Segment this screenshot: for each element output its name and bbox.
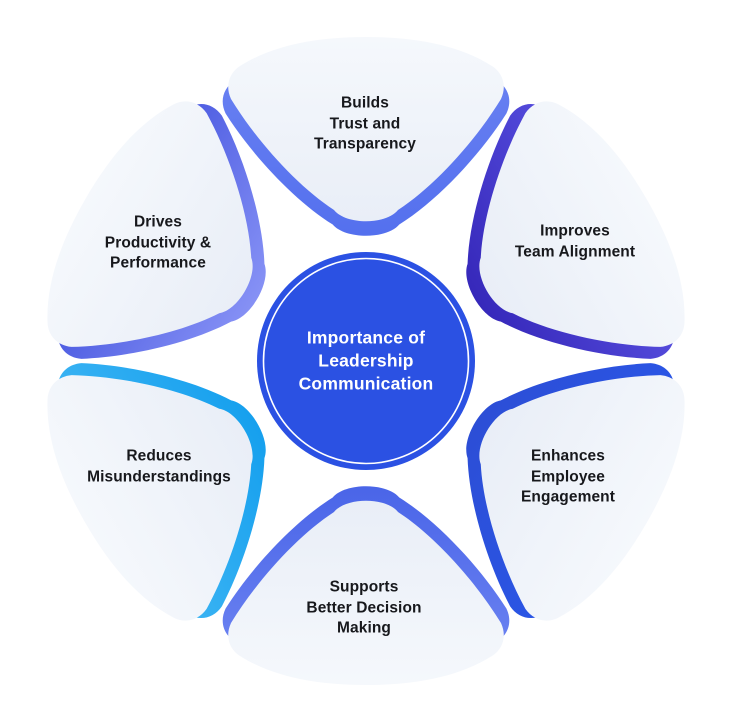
petal-label-enhances-employee-engagement: Enhances Employee Engagement: [520, 447, 616, 506]
petal-label-builds-trust: Builds Trust and Transparency: [313, 94, 417, 153]
petal-label-reduces-misunderstandings: Reduces Misunderstandings: [87, 447, 231, 486]
petal-label-drives-productivity: Drives Productivity & Performance: [104, 213, 212, 272]
center-hub: [257, 252, 475, 470]
center-circle: [257, 252, 475, 470]
petal-label-improves-team-alignment: Improves Team Alignment: [514, 222, 636, 261]
petal-label-supports-better-decision-making: Supports Better Decision Making: [306, 578, 422, 637]
center-title: Importance of Leadership Communication: [298, 327, 434, 394]
center-circle-ring: [262, 257, 470, 465]
